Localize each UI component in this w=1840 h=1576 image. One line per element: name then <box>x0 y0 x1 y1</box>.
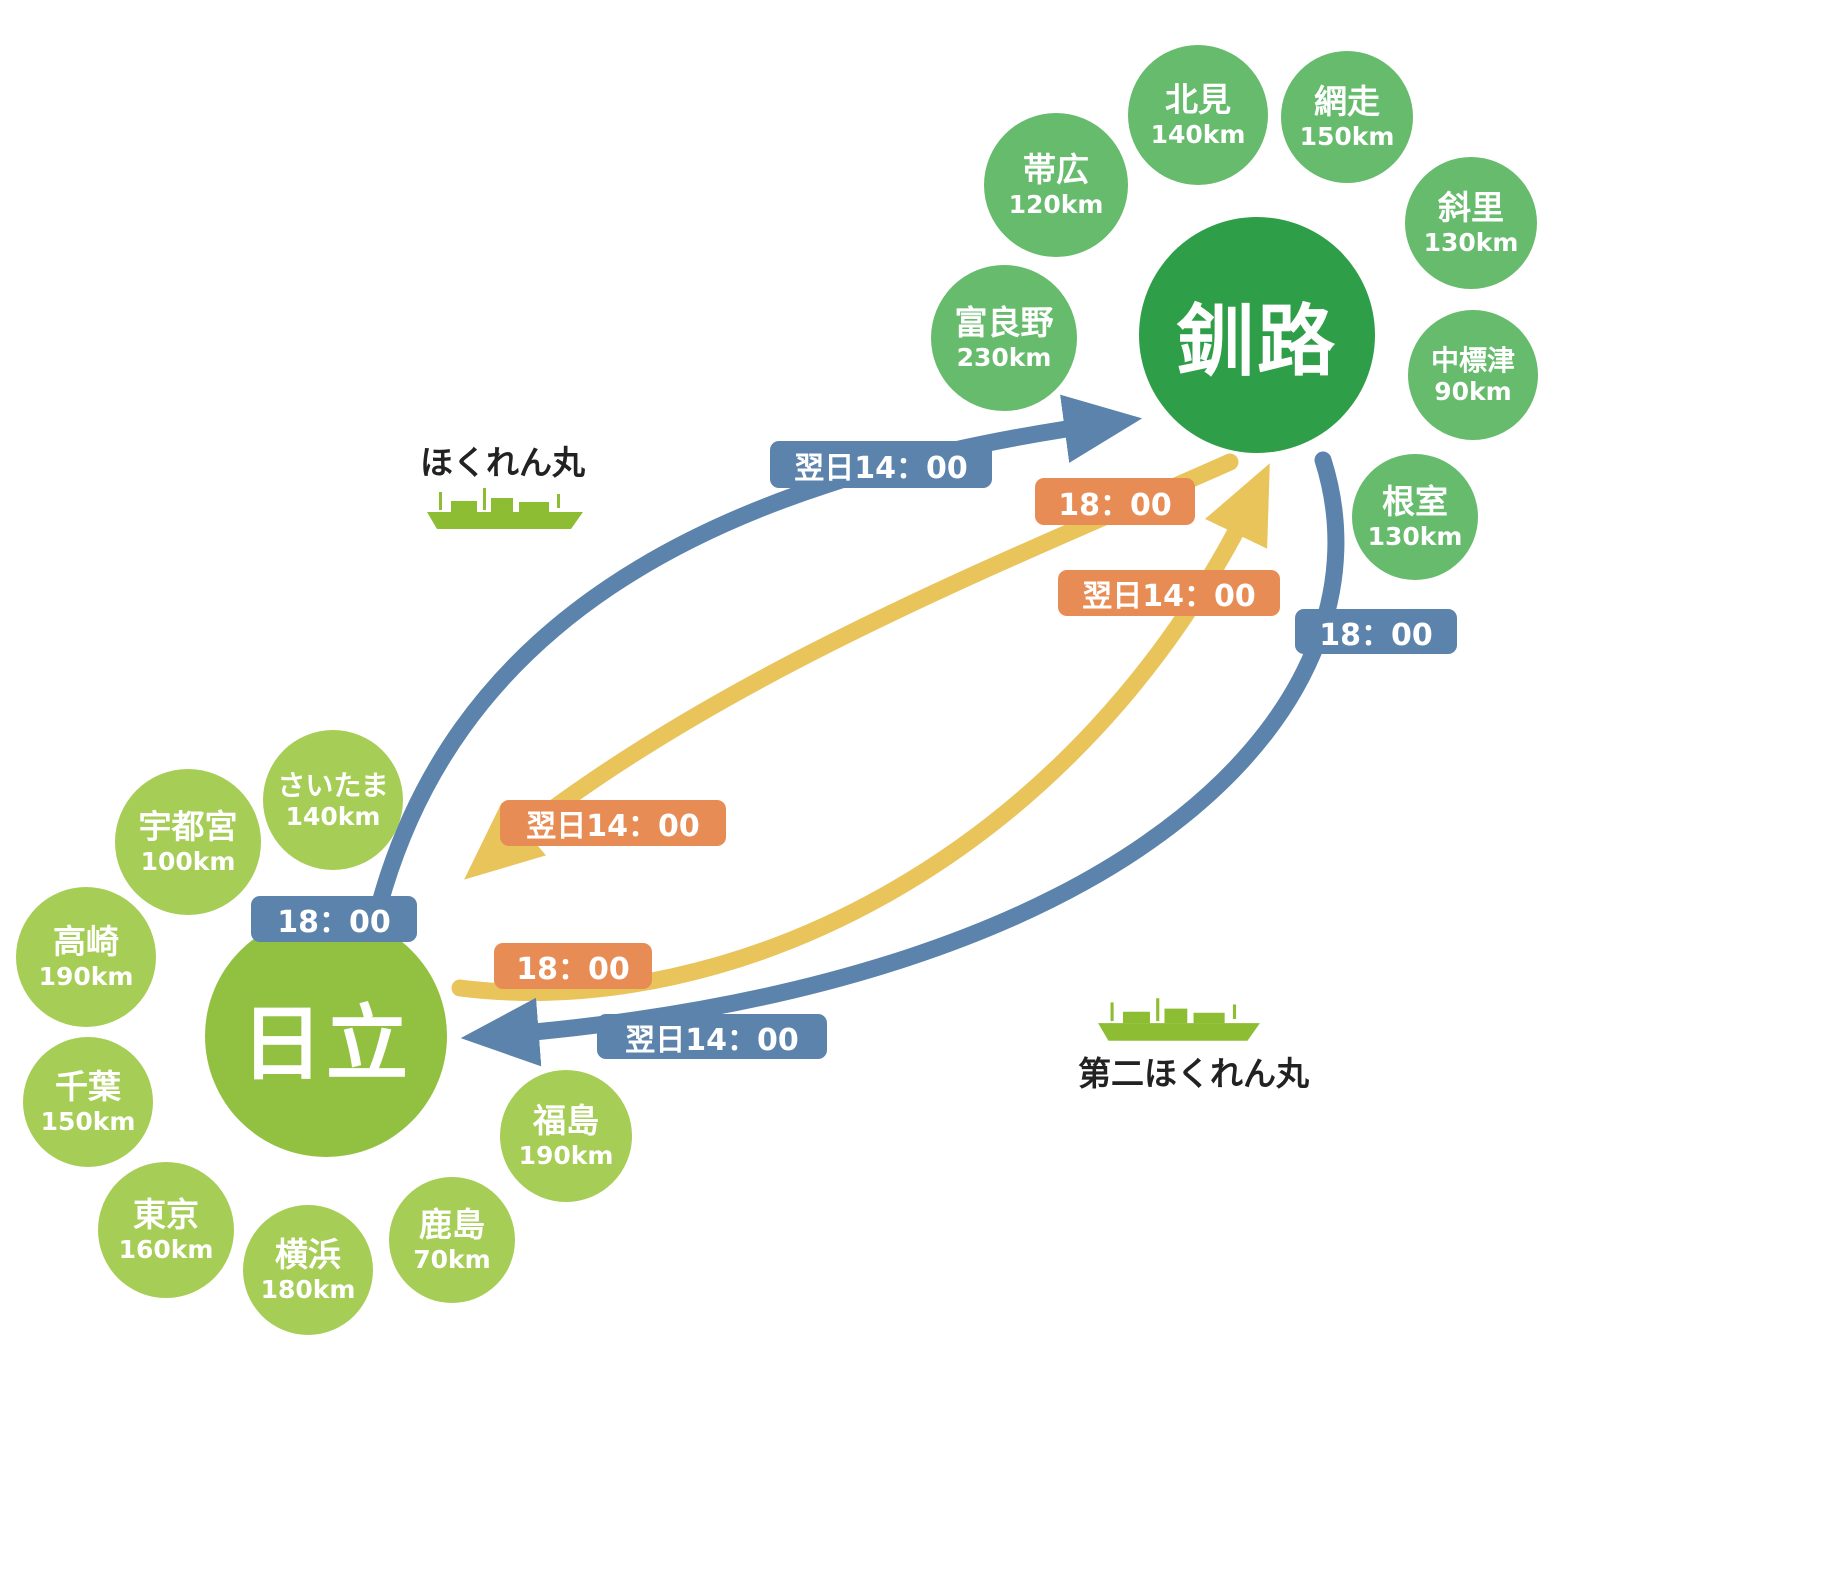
city-distance: 180km <box>260 1274 356 1304</box>
route-kushiro-to-hitachi-blue <box>460 451 1345 1067</box>
city-distance: 130km <box>1423 227 1519 257</box>
city-distance: 70km <box>413 1244 491 1274</box>
city-distance: 130km <box>1367 521 1463 551</box>
daini-hokuren-maru-label: 第二ほくれん丸 <box>1078 1054 1309 1093</box>
city-name: 横浜 <box>275 1234 341 1274</box>
city-distance: 190km <box>518 1140 614 1170</box>
hub-hitachi: 日立 <box>205 915 447 1157</box>
city-name: 中標津 <box>1430 343 1515 377</box>
city-distance: 140km <box>285 801 381 831</box>
city-circle-utsunomiya: 宇都宮 100km <box>115 769 261 915</box>
city-name: 富良野 <box>954 302 1054 342</box>
city-circle-shari: 斜里 130km <box>1405 157 1537 289</box>
city-circle-chiba: 千葉 150km <box>23 1037 153 1167</box>
city-name: 網走 <box>1314 81 1380 121</box>
city-name: 宇都宮 <box>138 806 238 846</box>
city-circle-fukushima: 福島 190km <box>500 1070 632 1202</box>
schedule-badge-arrival-kushiro-blue: 翌日14：00 <box>770 441 992 488</box>
city-circle-tokyo: 東京 160km <box>98 1162 234 1298</box>
city-distance: 190km <box>38 961 134 991</box>
hub-kushiro: 釧路 <box>1139 217 1375 453</box>
city-distance: 90km <box>1434 376 1512 406</box>
city-name: さいたま <box>277 768 389 802</box>
city-circle-nakashibetsu: 中標津 90km <box>1408 310 1538 440</box>
city-circle-nemuro: 根室 130km <box>1352 454 1478 580</box>
city-name: 東京 <box>133 1194 199 1234</box>
city-distance: 100km <box>140 846 236 876</box>
hub-hitachi-label: 日立 <box>240 996 411 1092</box>
city-name: 帯広 <box>1023 149 1089 189</box>
city-distance: 120km <box>1008 189 1104 219</box>
route-hitachi-to-kushiro-blue <box>369 394 1143 919</box>
city-circle-abashiri: 網走 150km <box>1281 51 1413 183</box>
schedule-badge-departure-kushiro-orange: 18：00 <box>1035 478 1195 525</box>
city-circle-takasaki: 高崎 190km <box>16 887 156 1027</box>
hub-kushiro-label: 釧路 <box>1175 297 1338 387</box>
hokuren-maru-label: ほくれん丸 <box>420 443 585 482</box>
route-hitachi-to-kushiro-yellow <box>451 463 1270 1001</box>
city-distance: 150km <box>40 1106 136 1136</box>
schedule-badge-arrival-kushiro-orange: 翌日14：00 <box>1058 570 1280 616</box>
city-circle-obihiro: 帯広 120km <box>984 113 1128 257</box>
city-name: 斜里 <box>1438 187 1504 227</box>
city-circle-yokohama: 横浜 180km <box>243 1205 373 1335</box>
city-circle-saitama: さいたま 140km <box>263 730 403 870</box>
city-circle-kashima: 鹿島 70km <box>389 1177 515 1303</box>
city-distance: 160km <box>118 1234 214 1264</box>
schedule-badge-departure-hitachi-orange: 18：00 <box>494 943 652 989</box>
city-name: 根室 <box>1382 481 1448 521</box>
hokuren-maru-ship-icon <box>427 488 583 529</box>
city-name: 北見 <box>1165 79 1231 119</box>
city-circle-kitami: 北見 140km <box>1128 45 1268 185</box>
daini-hokuren-maru-ship-icon <box>1098 998 1260 1041</box>
schedule-badge-arrival-hitachi-blue: 翌日14：00 <box>597 1014 827 1059</box>
schedule-badge-departure-hitachi-blue: 18：00 <box>251 896 417 942</box>
city-name: 千葉 <box>55 1066 121 1106</box>
schedule-badge-arrival-hitachi-orange: 翌日14：00 <box>500 800 726 846</box>
city-name: 高崎 <box>53 921 119 961</box>
city-name: 福島 <box>533 1100 599 1140</box>
city-circle-furano: 富良野 230km <box>931 265 1077 411</box>
city-distance: 140km <box>1150 119 1246 149</box>
city-distance: 150km <box>1299 121 1395 151</box>
city-name: 鹿島 <box>419 1204 485 1244</box>
schedule-badge-departure-kushiro-blue: 18：00 <box>1295 609 1457 654</box>
city-distance: 230km <box>956 342 1052 372</box>
